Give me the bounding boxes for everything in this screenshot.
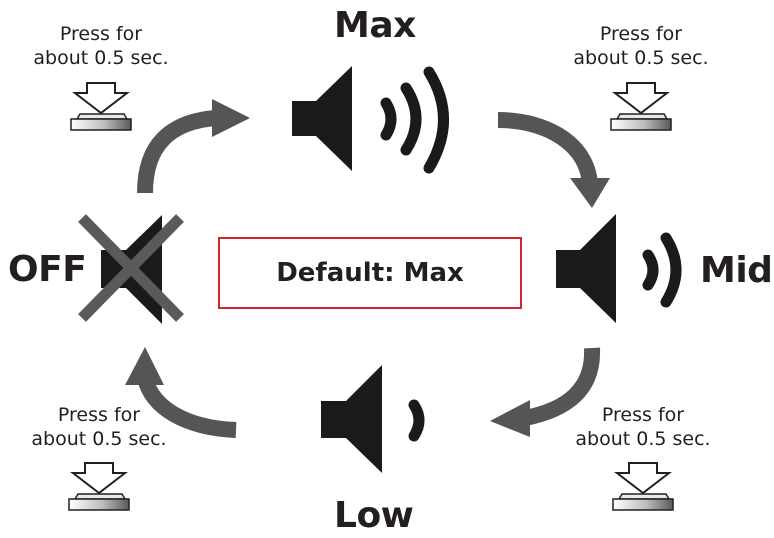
speaker-mid-icon <box>556 214 616 323</box>
press-hint-line1: Press for <box>601 404 685 426</box>
arrow-off-to-max-icon <box>137 99 250 194</box>
speaker-max-icon <box>292 66 352 171</box>
press-hint-line1: Press for <box>599 23 683 45</box>
press-hint-bottom-right: Press for about 0.5 sec. <box>568 403 718 451</box>
press-hint-line2: about 0.5 sec. <box>33 47 169 69</box>
press-button-bottom-right-icon <box>612 462 674 511</box>
press-hint-line2: about 0.5 sec. <box>31 428 167 450</box>
default-setting-label: Default: Max <box>276 258 464 288</box>
press-hint-line1: Press for <box>57 404 141 426</box>
arrow-low-to-off-icon <box>125 347 237 438</box>
level-label-mid: Mid <box>700 250 773 291</box>
level-label-low: Low <box>334 495 414 536</box>
press-button-bottom-left-icon <box>68 462 130 511</box>
sound-waves-max-icon <box>380 66 449 174</box>
press-hint-line2: about 0.5 sec. <box>575 428 711 450</box>
press-hint-top-left: Press for about 0.5 sec. <box>26 22 176 70</box>
press-hint-line2: about 0.5 sec. <box>573 47 709 69</box>
speaker-low-icon <box>321 365 382 473</box>
sound-wave-low-icon <box>408 399 425 442</box>
arrow-mid-to-low-icon <box>490 347 601 437</box>
default-setting-box: Default: Max <box>218 237 522 309</box>
mute-cross-icon <box>78 214 184 322</box>
press-hint-bottom-left: Press for about 0.5 sec. <box>24 403 174 451</box>
press-hint-top-right: Press for about 0.5 sec. <box>566 22 716 70</box>
arrow-max-to-mid-icon <box>497 112 610 208</box>
press-button-top-left-icon <box>70 82 132 131</box>
press-button-top-right-icon <box>610 82 672 131</box>
press-hint-line1: Press for <box>59 23 143 45</box>
level-label-max: Max <box>334 5 416 46</box>
level-label-off: OFF <box>8 249 87 290</box>
sound-waves-mid-icon <box>642 232 682 308</box>
